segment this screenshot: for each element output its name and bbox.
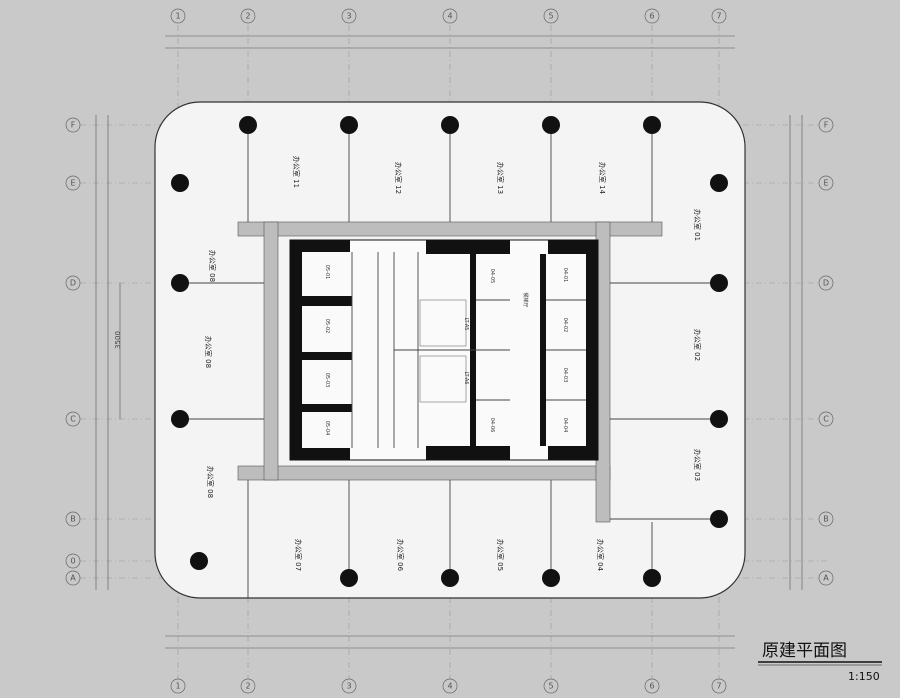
column xyxy=(239,116,257,134)
row-axis-right: F E D C B A xyxy=(818,117,834,586)
axis-col-label: 2 xyxy=(245,682,250,691)
axis-col-label: 6 xyxy=(649,12,654,21)
lift-label: 04-03 xyxy=(562,368,568,383)
axis-col-label: 1 xyxy=(175,12,180,21)
lift-label: 04-06 xyxy=(489,418,495,433)
room-label: 办公室 13 xyxy=(496,162,505,194)
axis-col-label: 3 xyxy=(346,12,351,21)
axis-row-label: F xyxy=(71,121,76,130)
axis-row-label: D xyxy=(70,279,76,288)
lift-label: 04-02 xyxy=(562,318,568,333)
drawing-title: 原建平面图 xyxy=(762,641,847,661)
axis-row-label: E xyxy=(823,179,828,188)
lift-label: 04-05 xyxy=(489,269,495,284)
column-axis-bottom: 1 2 3 4 5 6 7 xyxy=(170,678,727,694)
column xyxy=(710,274,728,292)
room-label: 办公室 14 xyxy=(598,162,607,195)
room-label: 办公室 05 xyxy=(496,539,505,571)
axis-col-label: 5 xyxy=(548,12,553,21)
axis-col-label: 6 xyxy=(649,682,654,691)
lift-label: 04-04 xyxy=(562,418,568,433)
room-labels: 办公室 11 办公室 12 办公室 13 办公室 14 办公室 01 办公室 0… xyxy=(204,156,702,572)
column xyxy=(171,410,189,428)
axis-row-label: C xyxy=(70,415,76,424)
room-label: 办公室 04 xyxy=(596,539,605,572)
corridor-walls xyxy=(237,221,663,523)
shaft-label: 05-04 xyxy=(324,421,330,436)
core-labels: 05-01 05-02 05-03 05-04 LT-A5 LT-A6 候梯厅 … xyxy=(324,265,568,436)
structural-columns xyxy=(171,116,728,587)
shaft-label: 05-03 xyxy=(324,373,330,388)
axis-col-label: 7 xyxy=(716,12,721,21)
lift-label: LT-A6 xyxy=(463,372,469,385)
column xyxy=(710,410,728,428)
axis-col-label: 1 xyxy=(175,682,180,691)
axis-row-label: B xyxy=(823,515,829,524)
room-label: 办公室 12 xyxy=(394,162,403,194)
axis-col-label: 2 xyxy=(245,12,250,21)
axis-col-label: 7 xyxy=(716,682,721,691)
shaft-label: 05-01 xyxy=(324,265,330,280)
axis-row-label: E xyxy=(70,179,75,188)
column xyxy=(643,116,661,134)
room-label: 办公室 08 xyxy=(206,466,215,498)
dimension-lines: 3500 xyxy=(95,35,803,649)
room-label: 办公室 11 xyxy=(292,156,301,188)
column xyxy=(542,569,560,587)
axis-row-label: D xyxy=(823,279,829,288)
room-label: 办公室 06 xyxy=(396,539,405,572)
column xyxy=(710,510,728,528)
axis-row-label: C xyxy=(823,415,829,424)
room-label: 办公室 02 xyxy=(693,329,702,361)
column xyxy=(710,174,728,192)
title-block: 原建平面图 1:150 xyxy=(758,641,882,683)
axis-col-label: 4 xyxy=(447,682,452,691)
shaft-label: 05-02 xyxy=(324,319,330,334)
row-axis-left: F E D C B 0 A xyxy=(65,117,81,586)
room-label: 办公室 01 xyxy=(693,209,702,241)
column-axis-top: 1 2 3 4 5 6 7 xyxy=(170,8,727,24)
column xyxy=(542,116,560,134)
lobby-label: 候梯厅 xyxy=(522,292,529,307)
column xyxy=(441,116,459,134)
axis-row-label: B xyxy=(70,515,76,524)
axis-row-label: F xyxy=(824,121,829,130)
column xyxy=(171,174,189,192)
axis-row-label: A xyxy=(823,574,829,583)
axis-col-label: 5 xyxy=(548,682,553,691)
room-label: 办公室 03 xyxy=(693,449,702,481)
axis-col-label: 4 xyxy=(447,12,452,21)
office-partitions xyxy=(178,125,719,598)
room-label: 办公室 08 xyxy=(208,250,217,282)
room-label: 办公室 08 xyxy=(204,336,213,368)
room-label: 办公室 07 xyxy=(294,539,303,571)
lift-label: 04-01 xyxy=(562,268,568,283)
column xyxy=(171,274,189,292)
column xyxy=(441,569,459,587)
column xyxy=(340,569,358,587)
column xyxy=(643,569,661,587)
drawing-scale: 1:150 xyxy=(848,670,880,683)
axis-row-label: A xyxy=(70,574,76,583)
column xyxy=(190,552,208,570)
axis-col-label: 3 xyxy=(346,682,351,691)
building-core xyxy=(289,239,599,461)
dimension-text: 3500 xyxy=(114,331,122,349)
column xyxy=(340,116,358,134)
axis-row-label: 0 xyxy=(70,557,75,566)
lift-label: LT-A5 xyxy=(463,318,469,331)
